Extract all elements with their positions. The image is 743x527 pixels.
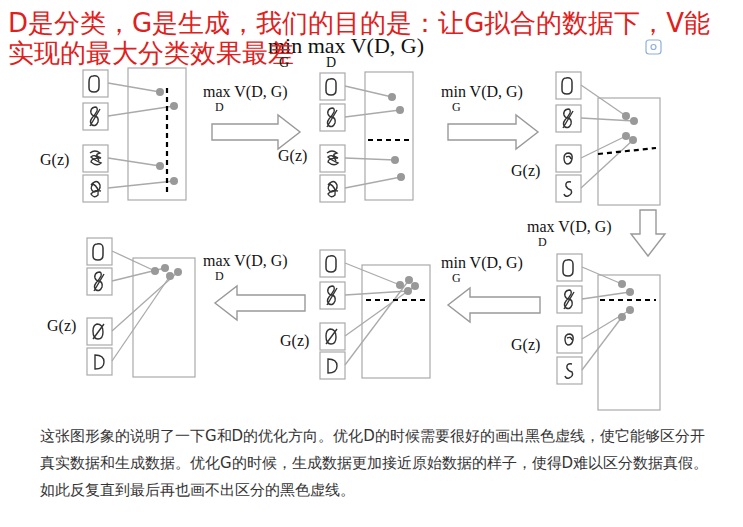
generator-label: G(z) [47, 318, 76, 334]
red-annotation: D是分类，G是生成，我们的目的是：让G拟合的数据下，V能实现的最大分类效果最差 [8, 8, 736, 68]
step-label: min V(D, G) [441, 84, 523, 100]
step-label: max V(D, G) [203, 253, 288, 269]
description-paragraph: 这张图形象的说明了一下G和D的优化方向。优化D的时候需要很好的画出黑色虚线，使它… [40, 423, 716, 504]
generator-label: G(z) [511, 337, 540, 353]
step-label: max V(D, G) [527, 219, 612, 235]
subscript: D [215, 101, 224, 113]
generator-label: G(z) [280, 333, 309, 349]
subscript: G [452, 272, 461, 284]
subscript: G [279, 56, 289, 70]
step-label: min V(D, G) [441, 255, 523, 271]
generator-label: G(z) [511, 163, 540, 179]
subscript: D [538, 236, 547, 248]
subscript: D [326, 56, 336, 70]
generator-label: G(z) [40, 152, 69, 168]
step-label: max V(D, G) [203, 84, 288, 100]
subscript: D [215, 270, 224, 282]
subscript: G [452, 101, 461, 113]
generator-label: G(z) [278, 148, 307, 164]
